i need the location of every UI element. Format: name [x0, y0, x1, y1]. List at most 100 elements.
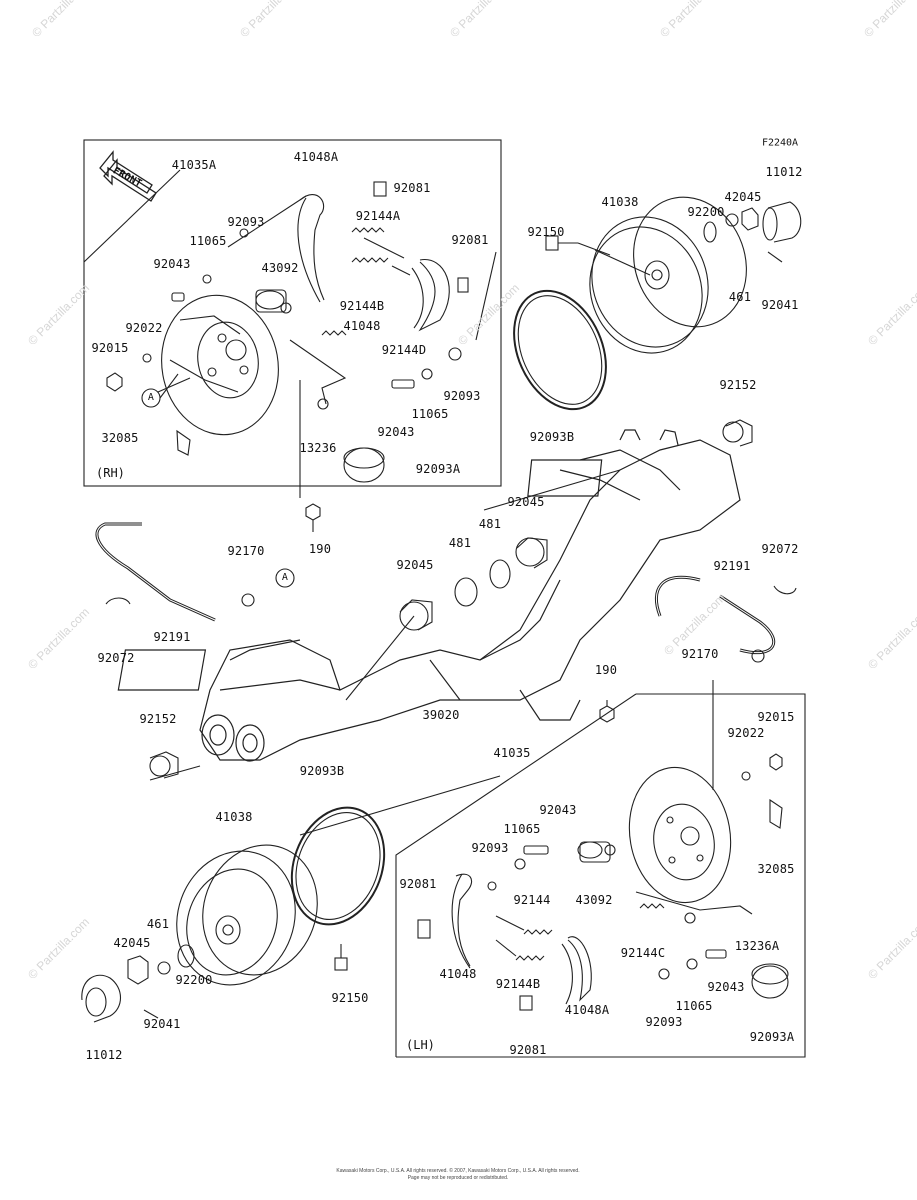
rh-adjuster-92081 — [373, 181, 387, 197]
part-label[interactable]: 92081 — [509, 1043, 547, 1057]
part-label[interactable]: 41038 — [215, 810, 253, 824]
part-label[interactable]: 92081 — [399, 877, 437, 891]
part-label[interactable]: 92072 — [761, 542, 799, 556]
part-label[interactable]: 92144B — [495, 977, 541, 991]
part-label[interactable]: 92191 — [153, 630, 191, 644]
lh-spring-92144C — [639, 903, 665, 909]
part-label[interactable]: 92093 — [471, 841, 509, 855]
rh-cotter-pin — [767, 251, 783, 263]
part-label[interactable]: 92150 — [331, 991, 369, 1005]
part-label[interactable]: 92152 — [139, 712, 177, 726]
part-label[interactable]: 92015 — [91, 341, 129, 355]
part-label[interactable]: 92200 — [175, 973, 213, 987]
lh-shoe-right — [567, 936, 592, 1002]
bearing-92045-right — [515, 537, 548, 569]
part-label[interactable]: 92081 — [451, 233, 489, 247]
part-label[interactable]: 92015 — [757, 710, 795, 724]
part-label[interactable]: 92022 — [727, 726, 765, 740]
part-label[interactable]: 92093A — [749, 1030, 795, 1044]
part-label[interactable]: 41035A — [171, 158, 217, 172]
part-label[interactable]: 92200 — [687, 205, 725, 219]
part-label[interactable]: 13236A — [734, 939, 780, 953]
part-label[interactable]: 92144D — [381, 343, 427, 357]
part-label[interactable]: 92045 — [507, 495, 545, 509]
part-label[interactable]: 42045 — [113, 936, 151, 950]
part-label[interactable]: 92072 — [97, 651, 135, 665]
lh-shoe-left — [455, 873, 473, 967]
part-label[interactable]: 92022 — [125, 321, 163, 335]
hose-92191-right — [719, 594, 776, 655]
callout-A-mid-text: A — [281, 572, 289, 583]
part-label[interactable]: 92041 — [761, 298, 799, 312]
rh-pin — [171, 292, 185, 302]
part-label[interactable]: 41048A — [293, 150, 339, 164]
part-label[interactable]: 92170 — [227, 544, 265, 558]
front-arrow-icon — [99, 150, 157, 202]
part-label[interactable]: 92093 — [645, 1015, 683, 1029]
part-label[interactable]: 43092 — [261, 261, 299, 275]
bolt-190-mid — [599, 700, 615, 723]
part-label[interactable]: 461 — [146, 917, 170, 931]
rh-washer-92200 — [703, 221, 717, 243]
lh-cap-11012 — [81, 974, 122, 1023]
part-label[interactable]: 41048 — [439, 967, 477, 981]
part-label[interactable]: 92043 — [539, 803, 577, 817]
part-label[interactable]: 11065 — [411, 407, 449, 421]
part-label[interactable]: 92045 — [396, 558, 434, 572]
part-label[interactable]: 32085 — [101, 431, 139, 445]
rh-shoe-upper — [299, 194, 325, 301]
part-label[interactable]: 92093B — [529, 430, 575, 444]
part-label[interactable]: 13236 — [299, 441, 337, 455]
part-label[interactable]: 43092 — [575, 893, 613, 907]
part-label[interactable]: 92093 — [443, 389, 481, 403]
rh-seal-92093A — [343, 447, 385, 483]
part-label[interactable]: 92144B — [339, 299, 385, 313]
part-label[interactable]: 92144 — [513, 893, 551, 907]
lh-wheel-cylinder — [577, 841, 616, 863]
part-label[interactable]: 481 — [448, 536, 472, 550]
part-label[interactable]: 11012 — [765, 165, 803, 179]
part-label[interactable]: 92041 — [143, 1017, 181, 1031]
part-label[interactable]: 11065 — [189, 234, 227, 248]
rh-drum-gasket — [513, 289, 607, 411]
part-label[interactable]: 41048 — [343, 319, 381, 333]
part-label[interactable]: 92043 — [707, 980, 745, 994]
part-label[interactable]: 461 — [728, 290, 752, 304]
part-label[interactable]: 32085 — [757, 862, 795, 876]
part-label[interactable]: 41035 — [493, 746, 531, 760]
lh-clip — [769, 798, 783, 829]
part-label[interactable]: 11065 — [675, 999, 713, 1013]
part-label[interactable]: 92152 — [719, 378, 757, 392]
part-label[interactable]: 190 — [308, 542, 332, 556]
lh-bolt-92150 — [334, 957, 348, 971]
rh-spring-92144D — [321, 330, 347, 336]
part-label[interactable]: 41038 — [601, 195, 639, 209]
part-label[interactable]: 92170 — [681, 647, 719, 661]
part-label[interactable]: 92093 — [227, 215, 265, 229]
part-label[interactable]: 92043 — [377, 425, 415, 439]
part-label[interactable]: 92093A — [415, 462, 461, 476]
part-label[interactable]: 92144C — [620, 946, 666, 960]
part-label[interactable]: 41048A — [564, 1003, 610, 1017]
part-label[interactable]: 92150 — [527, 225, 565, 239]
part-label[interactable]: 92093B — [299, 764, 345, 778]
part-label[interactable]: 42045 — [724, 190, 762, 204]
lh-label: (LH) — [406, 1038, 435, 1052]
ring-481-right — [489, 559, 511, 589]
callout-A-mid — [275, 568, 295, 588]
part-label[interactable]: 11065 — [503, 822, 541, 836]
copyright-line: Kawasaki Motors Corp., U.S.A. All rights… — [336, 1168, 580, 1174]
lh-assembly-box — [396, 693, 806, 1058]
rh-lever — [289, 339, 347, 405]
part-label[interactable]: 92191 — [713, 559, 751, 573]
part-label[interactable]: 11012 — [85, 1048, 123, 1062]
part-label[interactable]: 92043 — [153, 257, 191, 271]
part-label[interactable]: 92081 — [393, 181, 431, 195]
part-label[interactable]: 39020 — [422, 708, 460, 722]
part-label[interactable]: 190 — [594, 663, 618, 677]
part-label[interactable]: 481 — [478, 517, 502, 531]
rh-shoe-lower — [418, 259, 450, 332]
part-label[interactable]: 92144A — [355, 209, 401, 223]
